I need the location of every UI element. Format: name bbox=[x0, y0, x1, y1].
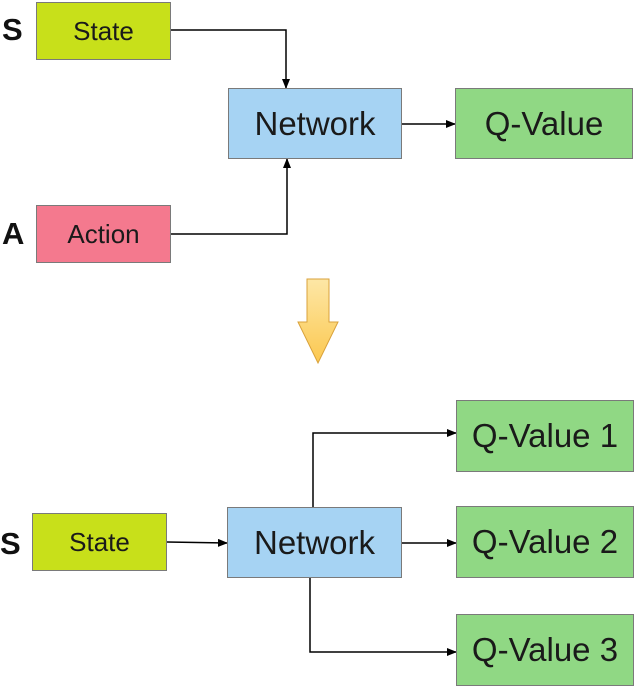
connector-state-to-network-bottom bbox=[166, 538, 228, 547]
connector-action-to-network bbox=[171, 158, 291, 235]
state-box-bottom: State bbox=[32, 513, 167, 571]
network-box-bottom: Network bbox=[227, 507, 402, 578]
action-symbol: A bbox=[2, 216, 25, 251]
action-box: Action bbox=[36, 205, 171, 263]
connector-network-to-qvalue-3 bbox=[309, 578, 457, 656]
state-box: State bbox=[36, 2, 171, 60]
q-value-3-box: Q-Value 3 bbox=[456, 614, 634, 686]
q-value-box: Q-Value bbox=[455, 88, 633, 159]
network-box: Network bbox=[228, 88, 402, 159]
transition-down-arrow bbox=[297, 278, 339, 365]
state-symbol-bottom: S bbox=[0, 526, 21, 561]
q-value-2-box: Q-Value 2 bbox=[456, 506, 634, 578]
q-value-1-box: Q-Value 1 bbox=[456, 400, 634, 472]
connector-state-to-network bbox=[171, 29, 290, 89]
connector-network-to-qvalue-1 bbox=[312, 429, 457, 507]
state-symbol: S bbox=[2, 12, 23, 47]
